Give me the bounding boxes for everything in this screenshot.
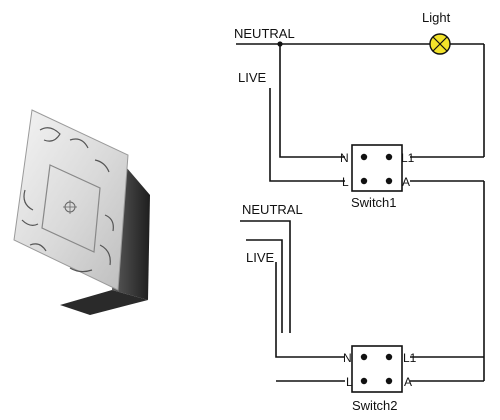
switch2-terminal-n-dot xyxy=(360,353,368,361)
live-label-bottom: LIVE xyxy=(246,250,275,265)
decorative-swirl-top xyxy=(39,127,110,173)
neutral-label-top: NEUTRAL xyxy=(234,26,295,41)
switch1-terminal-l1-dot xyxy=(385,153,393,161)
switch1-terminal-l-dot xyxy=(360,177,368,185)
panel-glass-face xyxy=(13,109,129,291)
neutral-to-switch2-n xyxy=(275,262,345,358)
live-label-top: LIVE xyxy=(238,70,267,85)
switch1-terminal-l-label: L xyxy=(342,175,349,189)
switch1-terminal-a-label: A xyxy=(402,175,410,189)
switch2-terminal-l-label: L xyxy=(346,375,353,389)
decorative-swirl-right xyxy=(69,214,114,273)
live-wire-top xyxy=(269,88,345,182)
switch2-terminal-l1-dot xyxy=(385,353,393,361)
switch1-terminal-n-dot xyxy=(360,153,368,161)
neutral-wire-bottom xyxy=(240,220,291,333)
neutral-label-bottom: NEUTRAL xyxy=(242,202,303,217)
switch1-terminal-l1-label: L1 xyxy=(401,151,415,165)
switch1-terminal-n-label: N xyxy=(340,151,349,165)
decorative-swirl-left xyxy=(21,189,47,252)
switch2-terminal-l1-label: L1 xyxy=(403,351,417,365)
switch2-box xyxy=(351,345,403,393)
live-wire-bottom xyxy=(246,239,283,333)
neutral-to-switch1-n xyxy=(279,44,345,158)
switch2-terminal-n-label: N xyxy=(343,351,352,365)
light-label: Light xyxy=(422,10,451,25)
switch1-name-label: Switch1 xyxy=(351,195,397,210)
switch2-terminal-a-dot xyxy=(385,377,393,385)
switch1-box xyxy=(351,144,403,192)
panel-bottom xyxy=(60,290,148,315)
switch2-name-label: Switch2 xyxy=(352,398,398,413)
switch1-terminal-a-dot xyxy=(385,177,393,185)
switch2-terminal-a-label: A xyxy=(404,375,412,389)
switch2-terminal-l-dot xyxy=(360,377,368,385)
panel-inner-frame xyxy=(41,164,101,253)
